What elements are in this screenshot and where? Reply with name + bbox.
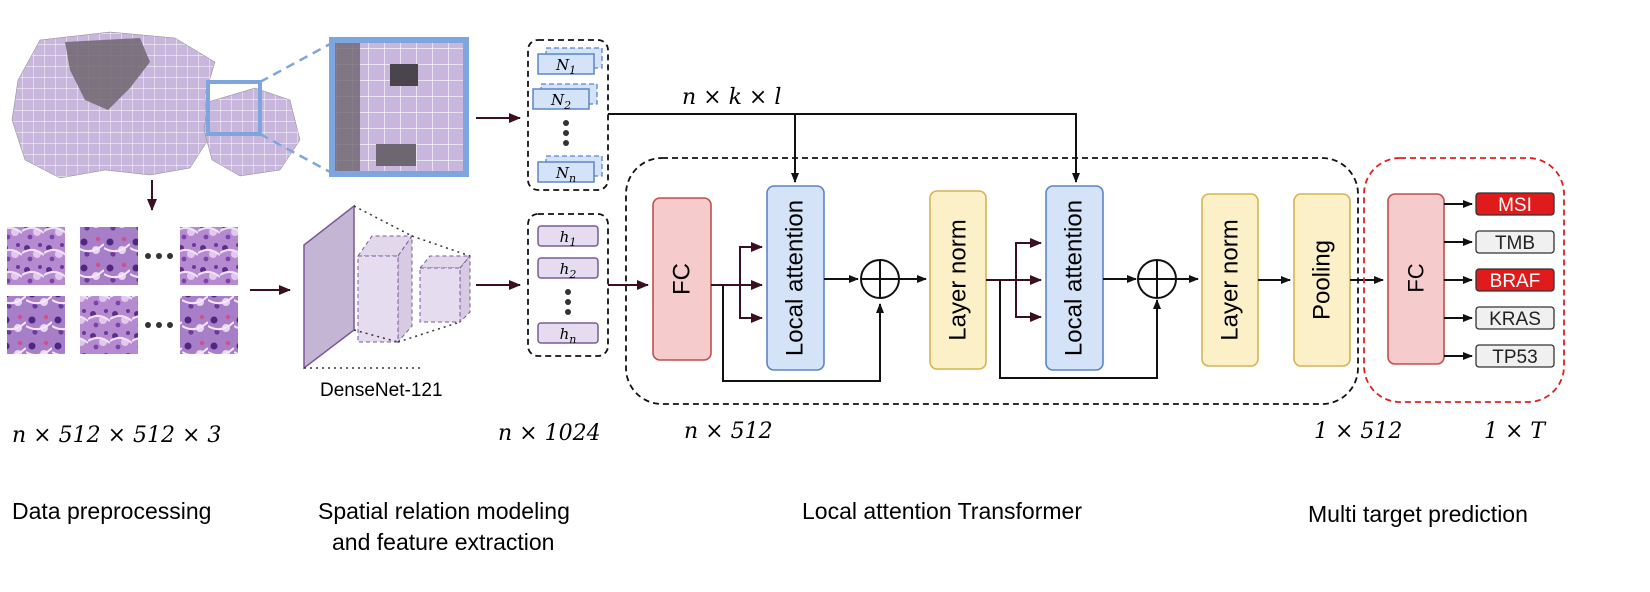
target-label-tp53: TP53 xyxy=(1492,347,1537,368)
fc-layer-label: FC xyxy=(669,263,696,295)
target-label-msi: MSI xyxy=(1498,195,1532,216)
target-box-braf xyxy=(1475,268,1555,292)
neighborhood-token-label: Nn xyxy=(555,164,576,185)
densenet-icon xyxy=(303,204,472,370)
stage-label-spatial-1: Spatial relation modeling xyxy=(318,498,570,524)
feature-shape-label: n × 1024 xyxy=(498,421,601,446)
densenet-label: DenseNet-121 xyxy=(320,380,443,401)
stage-label-preprocessing: Data preprocessing xyxy=(12,498,211,524)
feature-token-label: hn xyxy=(560,325,577,346)
stage-label-prediction: Multi target prediction xyxy=(1308,501,1528,527)
neighborhood-token xyxy=(532,88,590,110)
zoom-region xyxy=(206,80,262,136)
target-box-msi xyxy=(1475,192,1555,216)
zoomed-tile-grid xyxy=(329,37,469,177)
target-box-tp53 xyxy=(1475,344,1555,368)
neighborhood-tokens: N1 N2 Nn xyxy=(527,39,609,191)
target-box-tmb xyxy=(1475,230,1555,254)
feature-token xyxy=(537,225,599,247)
prediction-fc-label: FC xyxy=(1404,263,1429,292)
neighborhood-token xyxy=(537,161,595,183)
target-box-kras xyxy=(1475,306,1555,330)
prediction-block xyxy=(1363,157,1565,403)
neighborhood-shape-label: n × k × l xyxy=(682,85,781,110)
feature-token xyxy=(537,257,599,279)
residual-add-2 xyxy=(1137,259,1177,299)
layer-norm-label-1: Layer norm xyxy=(945,219,972,340)
target-list: MSI TMB BRAF KRAS TP53 xyxy=(1444,192,1555,368)
neighborhood-token xyxy=(537,53,595,75)
pooling-label: Pooling xyxy=(1309,240,1336,320)
target-label-kras: KRAS xyxy=(1489,309,1541,330)
stage-label-transformer: Local attention Transformer xyxy=(802,498,1082,524)
local-attention-label-1: Local attention xyxy=(782,200,809,356)
transformer-out-shape-label: 1 × 512 xyxy=(1314,419,1402,444)
local-attention-label-2: Local attention xyxy=(1061,200,1088,356)
neighborhood-token-label: N1 xyxy=(555,56,576,77)
residual-add-1 xyxy=(860,259,900,299)
stage-label-spatial-2: and feature extraction xyxy=(332,529,554,555)
whole-slide-image xyxy=(11,31,301,179)
target-label-tmb: TMB xyxy=(1495,233,1535,254)
feature-token-label: h1 xyxy=(560,228,577,249)
feature-token-label: h2 xyxy=(560,260,577,281)
feature-token xyxy=(537,322,599,344)
fc-layer xyxy=(652,197,712,361)
tile-patches xyxy=(7,227,238,354)
neighborhood-token-label: N2 xyxy=(550,91,571,112)
transformer-in-shape-label: n × 512 xyxy=(684,419,773,444)
prediction-out-shape-label: 1 × T xyxy=(1484,419,1547,444)
target-label-braf: BRAF xyxy=(1490,271,1541,292)
preprocess-shape-label: n × 512 × 512 × 3 xyxy=(12,423,221,448)
layer-norm-label-2: Layer norm xyxy=(1217,219,1244,340)
feature-tokens: h1 h2 hn xyxy=(527,213,609,357)
